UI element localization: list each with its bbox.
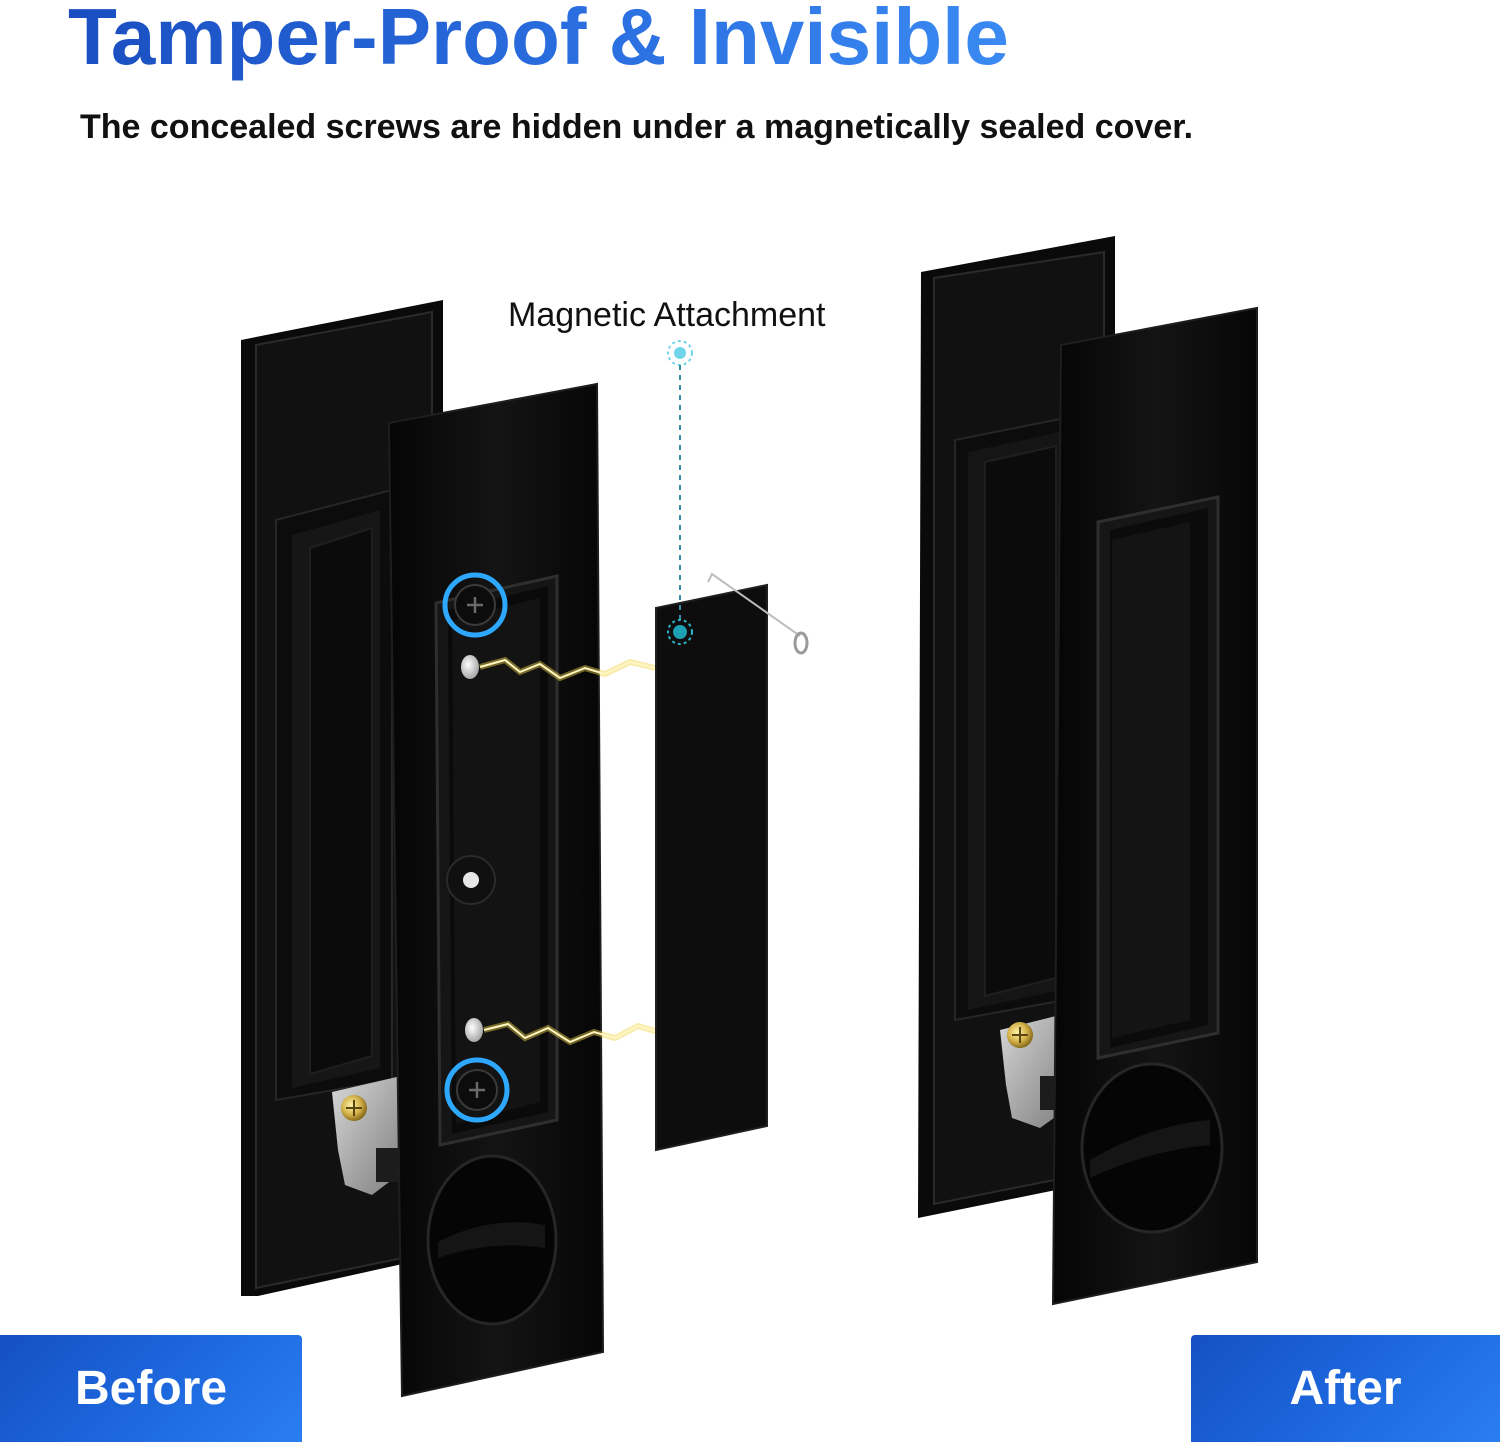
bottom-magnetic-spark [483,1020,659,1046]
magnetic-attachment-label: Magnetic Attachment [508,296,826,334]
bottom-magnet-pin [465,1018,483,1042]
after-tag: After [1191,1335,1500,1442]
callout-pointer [667,340,693,645]
top-magnet-pin [461,655,479,679]
before-front-plate [387,382,605,1398]
before-latch-hardware [332,1075,405,1195]
page-title: Tamper-Proof & Invisible [68,0,1009,92]
before-tag: Before [0,1335,302,1442]
top-concealed-screw [442,572,508,638]
bottom-concealed-screw [444,1057,510,1123]
top-magnetic-spark [479,656,656,682]
after-front-plate [1051,306,1258,1306]
page-subtitle: The concealed screws are hidden under a … [80,108,1194,146]
magnetic-cover-strip [655,572,809,1152]
